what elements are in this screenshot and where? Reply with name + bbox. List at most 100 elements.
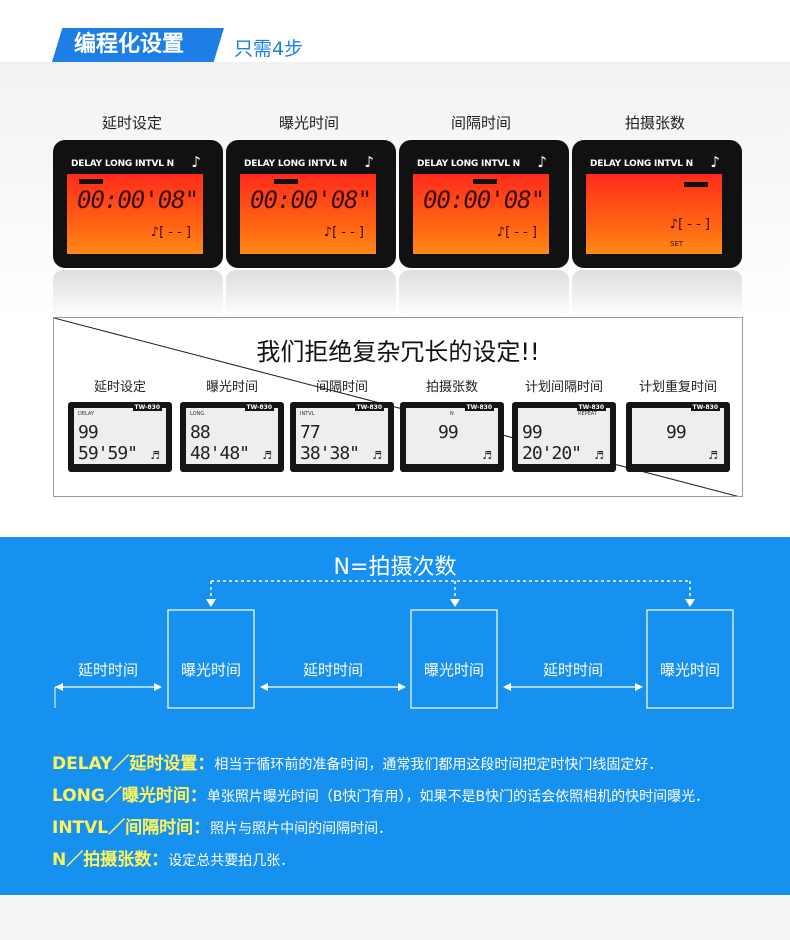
- lcd-mode: LONG: [190, 411, 205, 417]
- segment-delay: 延时时间: [302, 661, 363, 679]
- music-note-icon: ♬: [150, 449, 160, 462]
- comparison-title: 我们拒绝复杂冗长的设定!!: [256, 338, 540, 366]
- music-note-icon: ♬: [482, 449, 492, 462]
- lcd-label: 计划间隔时间: [524, 380, 603, 395]
- segment-exposure: 曝光时间: [659, 661, 720, 679]
- device-digits: 00:00'08": [77, 186, 199, 214]
- description-text: 设定总共要拍几张．: [168, 853, 295, 869]
- music-note-icon: ♪: [364, 153, 374, 171]
- lcd-model: TW-830: [354, 404, 384, 411]
- description-text: 单张照片曝光时间（B快门有用），如果不是B快门的话会依照相机的快时间曝光．: [206, 789, 710, 805]
- description-text: 照片与照片中间的间隔时间．: [210, 821, 393, 837]
- section-subtitle: 只需4步: [234, 38, 304, 60]
- comparison-box: 我们拒绝复杂冗长的设定!! 延时设定 TW-830 DELAY 99 59'59…: [53, 317, 743, 497]
- lcd-model: TW-830: [690, 404, 720, 411]
- music-note-icon: ♪: [537, 153, 547, 171]
- lcd-label: 计划重复时间: [638, 380, 717, 395]
- music-note-icon: ♬: [262, 449, 272, 462]
- page-footer: [0, 895, 790, 940]
- lcd-label: 曝光时间: [205, 380, 258, 395]
- active-indicator: [274, 179, 298, 184]
- timer-device: DELAY LONG INTVL N ♪ 00:00'08" ♪[ - - ]: [399, 140, 569, 268]
- lcd-label: 间隔时间: [315, 380, 368, 395]
- lcd-screen: TW-830 99 ♬: [632, 404, 724, 464]
- description-n: N／拍摄张数：设定总共要拍几张．: [52, 845, 294, 870]
- device-status: ♪[ - - ]: [669, 217, 710, 232]
- music-note-icon: ♬: [708, 449, 718, 462]
- device-screen: 00:00'08" ♪[ - - ]: [413, 174, 549, 254]
- active-indicator: [79, 179, 103, 184]
- device-mode-labels: DELAY LONG INTVL N: [244, 159, 348, 169]
- device-screen: 00:00'08" ♪[ - - ]: [240, 174, 376, 254]
- device-reflection: [53, 270, 223, 318]
- timer-device: DELAY LONG INTVL N ♪ 00:00'08" ♪[ - - ]: [226, 140, 396, 268]
- section-tag: 编程化设置: [52, 28, 224, 62]
- active-indicator: [473, 179, 497, 184]
- lcd-device: TW-830 REPEAT 99 20'20" ♬: [512, 402, 616, 472]
- lcd-digits: 99 20'20": [522, 422, 582, 464]
- description-key: DELAY／延时设置：: [52, 754, 215, 774]
- lcd-device: TW-830 DELAY 99 59'59" ♬: [68, 402, 172, 472]
- music-note-icon: ♬: [594, 449, 604, 462]
- timer-device: DELAY LONG INTVL N ♪ 00:00'08" ♪[ - - ]: [53, 140, 223, 268]
- device-mode-labels: DELAY LONG INTVL N: [417, 159, 521, 169]
- segment-delay: 延时时间: [542, 661, 603, 679]
- lcd-digits: 99: [666, 422, 687, 443]
- timeline-panel: N=拍摄次数 延时时间 曝光时间 延时时间 曝光: [0, 537, 790, 895]
- timeline-diagram: [54, 580, 734, 709]
- lcd-mode: INTVL: [300, 411, 315, 417]
- set-label: SET: [670, 240, 684, 248]
- segment-delay: 延时时间: [77, 661, 138, 679]
- segment-exposure: 曝光时间: [423, 661, 484, 679]
- device-screen: 00:00'08" ♪[ - - ]: [67, 174, 203, 254]
- lcd-screen: TW-830 REPEAT 99 20'20" ♬: [518, 404, 610, 464]
- lcd-screen: TW-830 N 99 ♬: [406, 404, 498, 464]
- device-mode-labels: DELAY LONG INTVL N: [590, 159, 694, 169]
- device-title: 拍摄张数: [624, 114, 685, 132]
- device-reflection: [572, 270, 742, 318]
- lcd-device: TW-830 99 ♬: [626, 402, 730, 472]
- device-status: ♪[ - - ]: [150, 225, 191, 240]
- music-note-icon: ♪: [191, 153, 201, 171]
- lcd-device: TW-830 LONG 88 48'48" ♬: [180, 402, 284, 472]
- device-screen: ♪[ - - ] SET: [586, 174, 722, 254]
- lcd-mode: N: [450, 411, 454, 417]
- lcd-label: 延时设定: [93, 380, 146, 395]
- device-digits: 00:00'08": [250, 186, 372, 214]
- lcd-model: TW-830: [132, 404, 162, 411]
- device-status: ♪[ - - ]: [496, 225, 537, 240]
- lcd-device: TW-830 N 99 ♬: [400, 402, 504, 472]
- device-reflection: [226, 270, 396, 318]
- music-note-icon: ♪: [710, 153, 720, 171]
- device-digits: 00:00'08": [423, 186, 545, 214]
- lcd-model: TW-830: [576, 404, 606, 411]
- lcd-device: TW-830 INTVL 77 38'38" ♬: [290, 402, 394, 472]
- lcd-digits: 99: [438, 422, 459, 443]
- timer-device: DELAY LONG INTVL N ♪ ♪[ - - ] SET: [572, 140, 742, 268]
- description-text: 相当于循环前的准备时间，通常我们都用这段时间把定时快门线固定好．: [214, 757, 663, 773]
- lcd-screen: TW-830 DELAY 99 59'59" ♬: [74, 404, 166, 464]
- device-reflection: [399, 270, 569, 318]
- device-title: 曝光时间: [278, 114, 339, 132]
- lcd-model: TW-830: [244, 404, 274, 411]
- lcd-screen: TW-830 LONG 88 48'48" ♬: [186, 404, 278, 464]
- description-key: INTVL／间隔时间：: [52, 818, 211, 838]
- lcd-digits: 88 48'48": [190, 422, 250, 464]
- lcd-digits: 77 38'38": [300, 422, 360, 464]
- shot-count-label: N=拍摄次数: [333, 555, 457, 580]
- lcd-mode: REPEAT: [578, 411, 597, 417]
- lcd-screen: TW-830 INTVL 77 38'38" ♬: [296, 404, 388, 464]
- device-title: 延时设定: [101, 114, 162, 132]
- device-status: ♪[ - - ]: [323, 225, 364, 240]
- description-intvl: INTVL／间隔时间：照片与照片中间的间隔时间．: [52, 813, 392, 838]
- description-key: N／拍摄张数：: [52, 850, 169, 870]
- lcd-label: 拍摄张数: [425, 380, 478, 395]
- music-note-icon: ♬: [372, 449, 382, 462]
- description-key: LONG／曝光时间：: [52, 786, 207, 806]
- segment-exposure: 曝光时间: [180, 661, 241, 679]
- lcd-model: TW-830: [464, 404, 494, 411]
- active-indicator: [684, 182, 708, 187]
- device-title: 间隔时间: [450, 114, 511, 132]
- description-long: LONG／曝光时间：单张照片曝光时间（B快门有用），如果不是B快门的话会依照相机…: [52, 781, 709, 806]
- device-mode-labels: DELAY LONG INTVL N: [71, 159, 175, 169]
